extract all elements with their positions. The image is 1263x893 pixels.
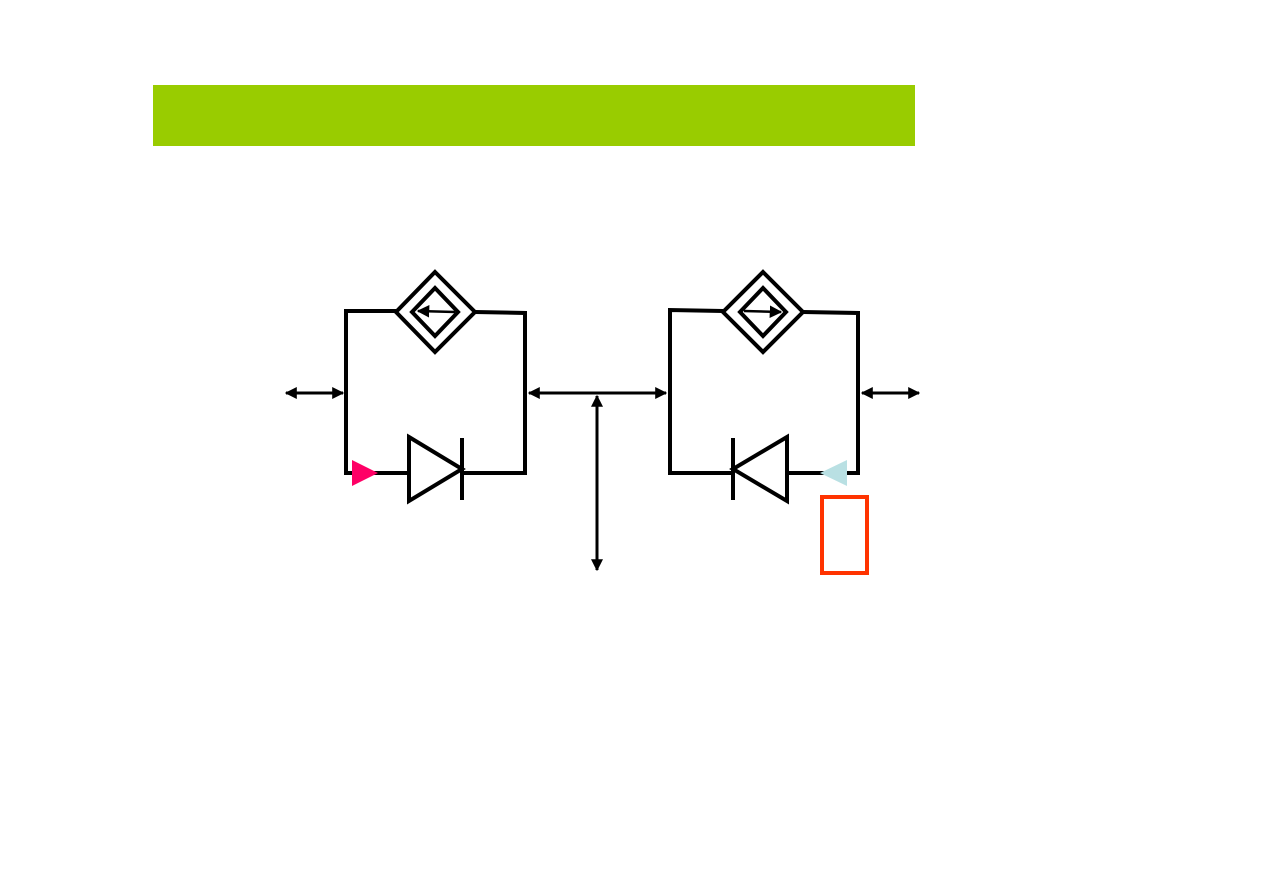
left-cell-wire	[344, 309, 409, 475]
left-cell-wire-right	[462, 310, 527, 475]
title-bar	[153, 85, 915, 146]
left-cell	[344, 269, 527, 505]
left-diode-icon	[407, 433, 466, 505]
right-source-arrow-icon	[743, 305, 783, 318]
right-dependent-source-icon	[720, 269, 806, 355]
left-pink-marker-icon	[352, 460, 378, 486]
right-diode-icon	[729, 433, 789, 505]
highlight-box	[820, 495, 869, 575]
left-source-arrow-icon	[416, 305, 456, 318]
left-dependent-source-icon	[393, 269, 478, 355]
right-blue-marker-icon	[820, 460, 847, 486]
right-cell	[668, 269, 860, 505]
